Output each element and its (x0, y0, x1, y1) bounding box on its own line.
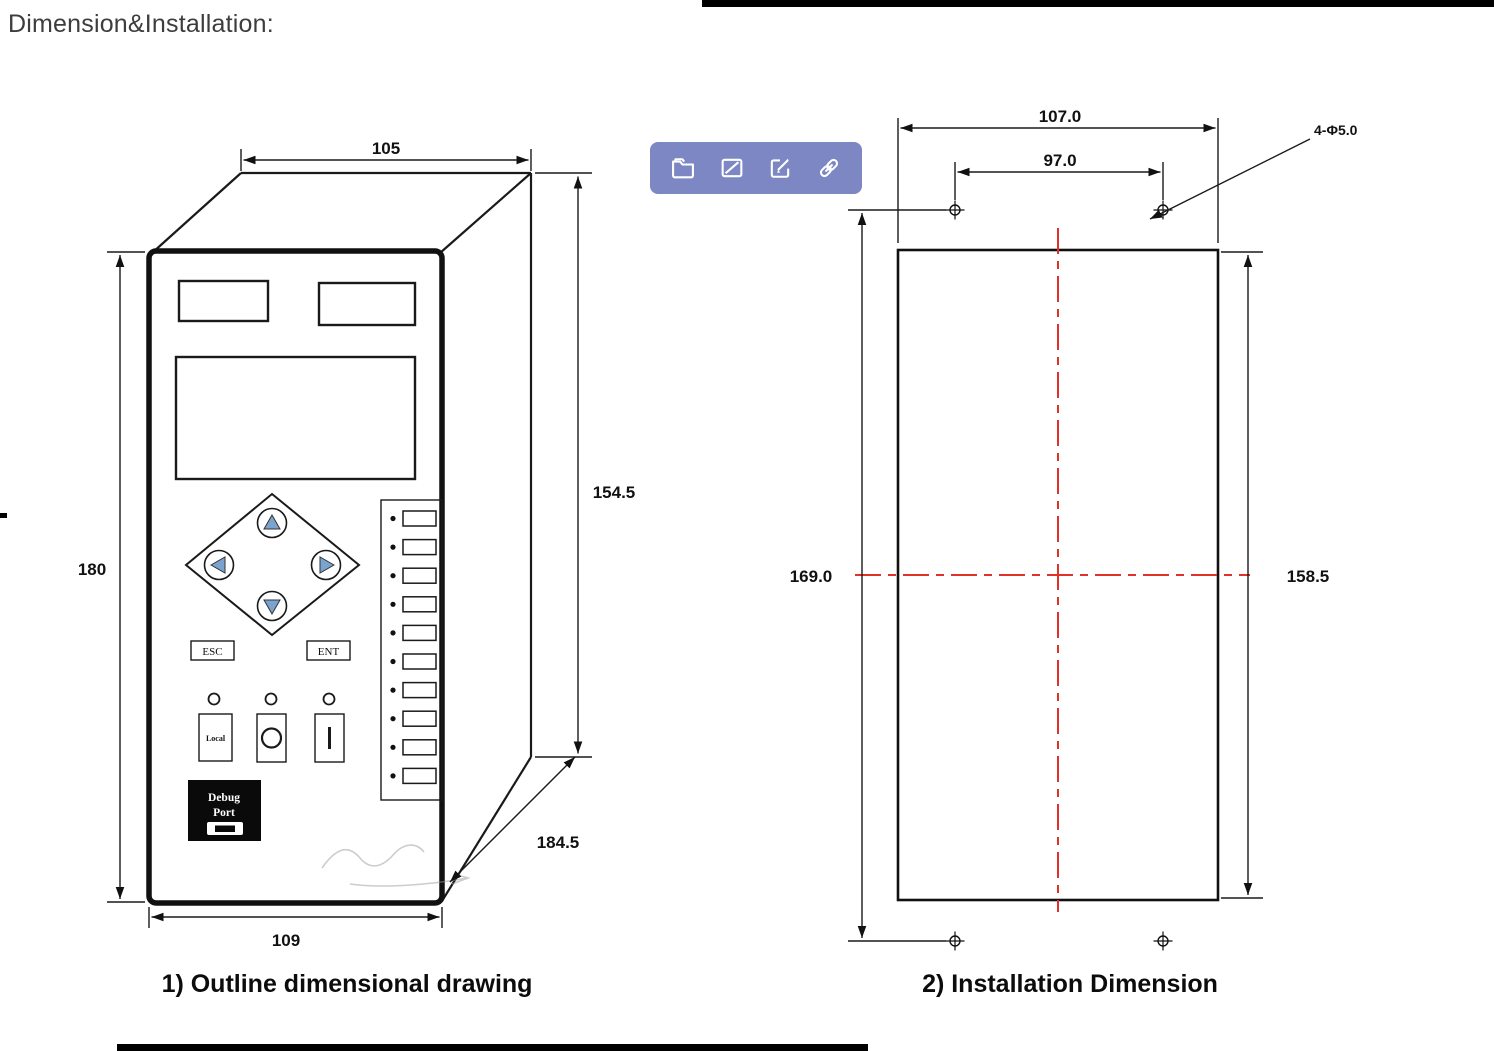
dim-outer-width: 107.0 (897, 107, 1219, 243)
image-icon[interactable] (717, 153, 747, 183)
dim-label-hole-span: 97.0 (1043, 151, 1076, 170)
edit-icon[interactable] (765, 153, 795, 183)
left-edge-artifact (0, 513, 7, 518)
led-indicators (207, 692, 336, 706)
arrow-right-icon (319, 556, 336, 574)
dim-label-depth: 184.5 (537, 833, 580, 852)
dim-cutout-height: 158.5 (1221, 251, 1330, 899)
debug-port: Debug Port (188, 780, 261, 841)
dim-label-outer-width: 107.0 (1039, 107, 1082, 126)
dim-hole-spec: 4-Φ5.0 (1149, 122, 1358, 220)
dim-front-height: 180 (78, 251, 145, 903)
circle-switch-icon (260, 727, 283, 749)
dim-outer-height: 169.0 (790, 209, 946, 942)
dim-depth: 184.5 (449, 756, 580, 883)
dim-bottom-width: 109 (148, 907, 443, 950)
dim-label-top-width: 105 (372, 139, 400, 158)
esc-label: ESC (202, 646, 222, 658)
ent-label: ENT (318, 646, 340, 658)
mount-hole-top-left (944, 199, 966, 221)
bar-switch (314, 713, 345, 763)
arrow-up-icon (263, 513, 281, 530)
dim-hole-span: 97.0 (954, 151, 1164, 200)
mount-hole-top-right (1152, 199, 1174, 221)
dim-label-bottom-width: 109 (272, 931, 300, 950)
mount-hole-bottom-right (1152, 930, 1174, 952)
debug-port-label-1: Debug (208, 792, 240, 804)
dim-top-width: 105 (240, 139, 532, 171)
dim-label-outer-height: 169.0 (790, 567, 833, 586)
outline-drawing-caption: 1) Outline dimensional drawing (161, 970, 533, 998)
floating-toolbar (650, 142, 862, 194)
mount-hole-bottom-left (944, 930, 966, 952)
indicator-window-right (317, 281, 417, 327)
installation-drawing: 107.0 97.0 4-Φ5.0 169.0 (790, 107, 1358, 952)
lcd-screen (174, 355, 417, 481)
debug-port-label-2: Port (213, 807, 235, 819)
local-switch: Local (198, 713, 233, 762)
outline-drawing: ESC ENT Local (78, 139, 635, 950)
dim-label-cutout-height: 158.5 (1287, 567, 1330, 586)
dim-label-hole-spec: 4-Φ5.0 (1314, 122, 1358, 138)
folder-icon[interactable] (668, 153, 698, 183)
bottom-edge-artifact (117, 1044, 868, 1051)
arrow-left-icon (209, 556, 226, 574)
page-title: Dimension&Installation: (8, 10, 274, 38)
esc-key: ESC (190, 640, 235, 661)
installation-drawing-caption: 2) Installation Dimension (922, 970, 1218, 998)
circle-switch (256, 713, 287, 763)
dim-side-height: 154.5 (535, 172, 636, 758)
local-label: Local (206, 734, 226, 743)
nav-pad (184, 492, 361, 637)
indicator-window-left (177, 279, 270, 323)
arrow-down-icon (263, 599, 281, 616)
dim-label-front-height: 180 (78, 560, 106, 579)
dim-label-side-height: 154.5 (593, 483, 636, 502)
terminal-strip (380, 499, 443, 801)
top-edge-artifact (702, 0, 1494, 7)
ent-key: ENT (306, 640, 351, 661)
link-icon[interactable] (814, 153, 844, 183)
